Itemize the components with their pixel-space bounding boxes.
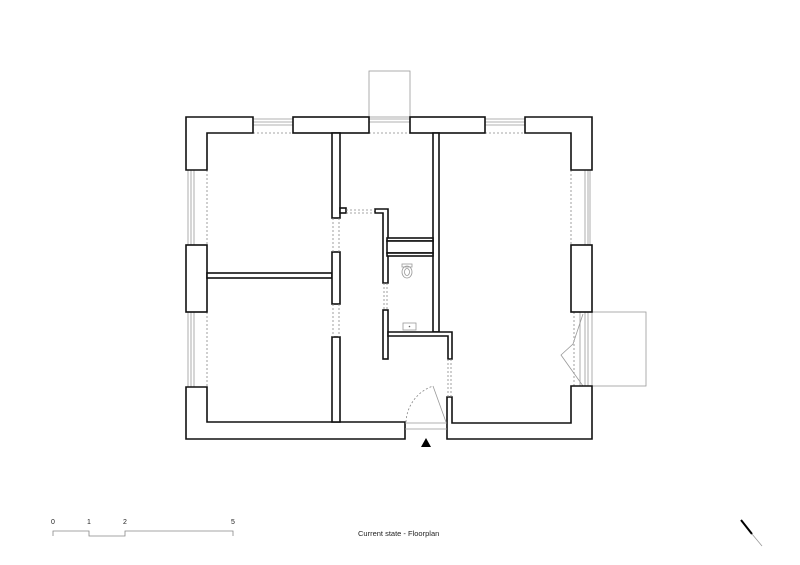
sink-icon (402, 322, 417, 331)
toilet-icon (401, 263, 413, 279)
chimney-outline (368, 70, 411, 118)
scale-label-0: 0 (51, 519, 55, 526)
balcony-outline (591, 311, 647, 387)
scale-label-2: 2 (123, 519, 127, 526)
entrance-arrow-icon (421, 438, 431, 447)
entrance-door (405, 385, 447, 430)
drawing-caption: Current state - Floorplan (358, 529, 440, 538)
interior-walls (206, 132, 453, 423)
door-openings (332, 209, 452, 397)
windows (187, 118, 591, 387)
north-arrow-icon (740, 519, 763, 547)
scale-bar (52, 530, 234, 537)
scale-label-5: 5 (231, 519, 235, 526)
scale-label-1: 1 (87, 519, 91, 526)
